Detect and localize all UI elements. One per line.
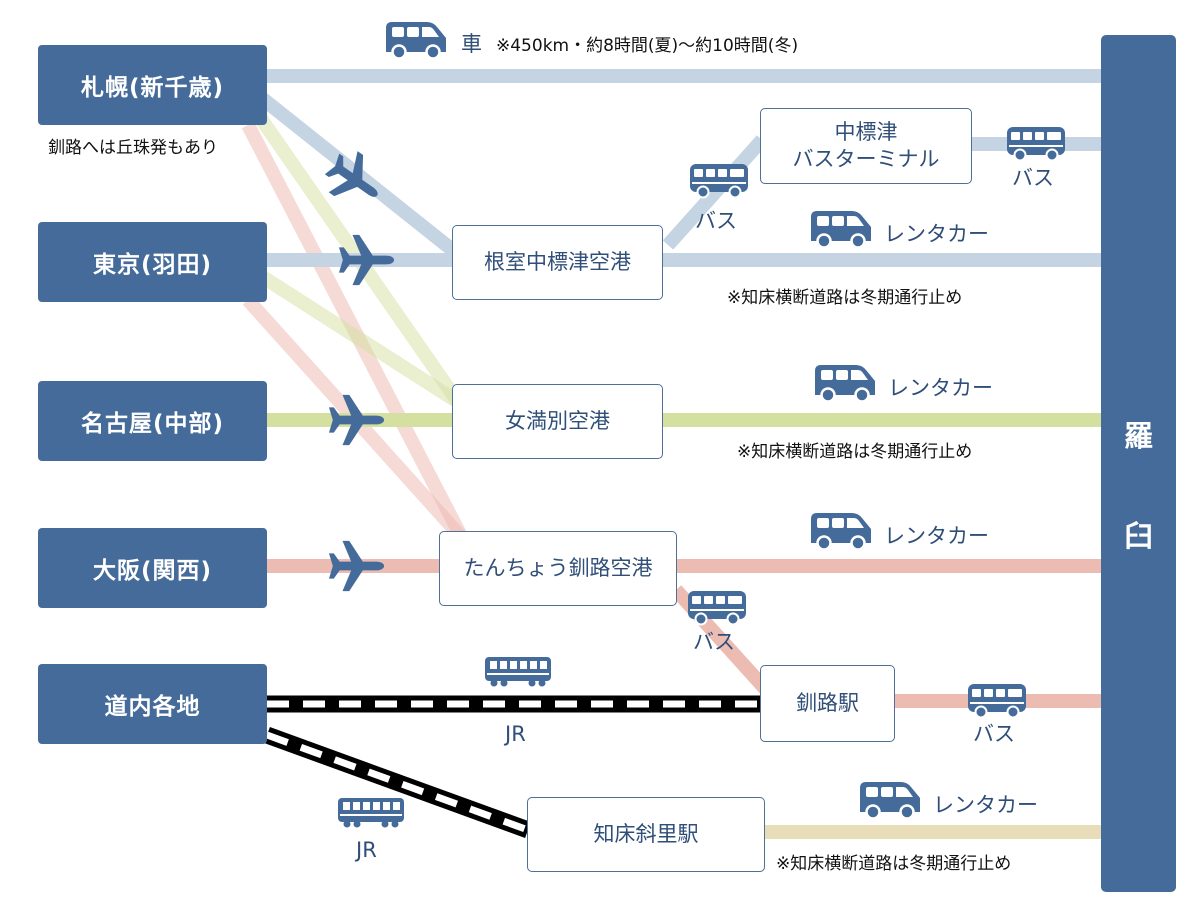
rental-car-label: レンタカー <box>884 524 989 548</box>
car-icon <box>809 209 873 249</box>
winter-closure-note: ※知床横断道路は冬期通行止め <box>737 442 973 462</box>
car-icon <box>813 363 877 403</box>
sapporo-note: 釧路へは丘珠発もあり <box>48 138 218 158</box>
train-icon <box>485 657 551 687</box>
car-note: ※450km・約8時間(夏)〜約10時間(冬) <box>496 36 799 56</box>
car-icon <box>384 20 448 60</box>
hub-kushiro-station: 釧路駅 <box>760 665 895 742</box>
car-icon <box>858 780 922 820</box>
train-icon <box>338 798 404 828</box>
bus-label: バス <box>973 722 1015 746</box>
rental-car-label: レンタカー <box>933 793 1038 817</box>
bus-icon <box>687 590 747 626</box>
origin-tokyo: 東京(羽田) <box>38 222 267 302</box>
origin-hokkaido: 道内各地 <box>38 664 267 744</box>
hub-nemuro-nakashibetsu-airport: 根室中標津空港 <box>452 225 663 300</box>
airplane-icon <box>328 540 385 592</box>
rental-car-label: レンタカー <box>888 376 993 400</box>
hub-memanbetsu-airport: 女満別空港 <box>452 384 663 459</box>
bus-icon <box>967 683 1027 719</box>
hub-nakashibetsu-line2: バスターミナル <box>792 147 940 171</box>
hub-shiretoko-shari-station: 知床斜里駅 <box>527 797 765 872</box>
destination-char1: 羅 <box>1123 419 1153 453</box>
destination-rausu: 羅 臼 <box>1101 35 1176 892</box>
bus-label: バス <box>1012 166 1054 190</box>
bus-icon <box>1006 126 1066 162</box>
jr-label: JR <box>505 722 526 746</box>
bus-label: バス <box>693 630 735 654</box>
car-icon <box>809 511 873 551</box>
car-label: 車 <box>461 32 482 56</box>
origin-nagoya: 名古屋(中部) <box>38 381 267 461</box>
hub-nakashibetsu-bus-terminal: 中標津 バスターミナル <box>760 108 972 184</box>
jr-label: JR <box>356 838 377 862</box>
jr-line-shari <box>264 727 531 838</box>
origin-osaka: 大阪(関西) <box>38 528 267 608</box>
hub-tancho-kushiro-airport: たんちょう釧路空港 <box>439 531 677 606</box>
bus-label: バス <box>695 209 737 233</box>
rental-car-label: レンタカー <box>884 222 989 246</box>
winter-closure-note: ※知床横断道路は冬期通行止め <box>776 854 1012 874</box>
hub-nakashibetsu-line1: 中標津 <box>834 119 898 144</box>
destination-char2: 臼 <box>1123 519 1153 553</box>
origin-sapporo: 札幌(新千歳) <box>38 45 267 125</box>
winter-closure-note: ※知床横断道路は冬期通行止め <box>727 288 963 308</box>
